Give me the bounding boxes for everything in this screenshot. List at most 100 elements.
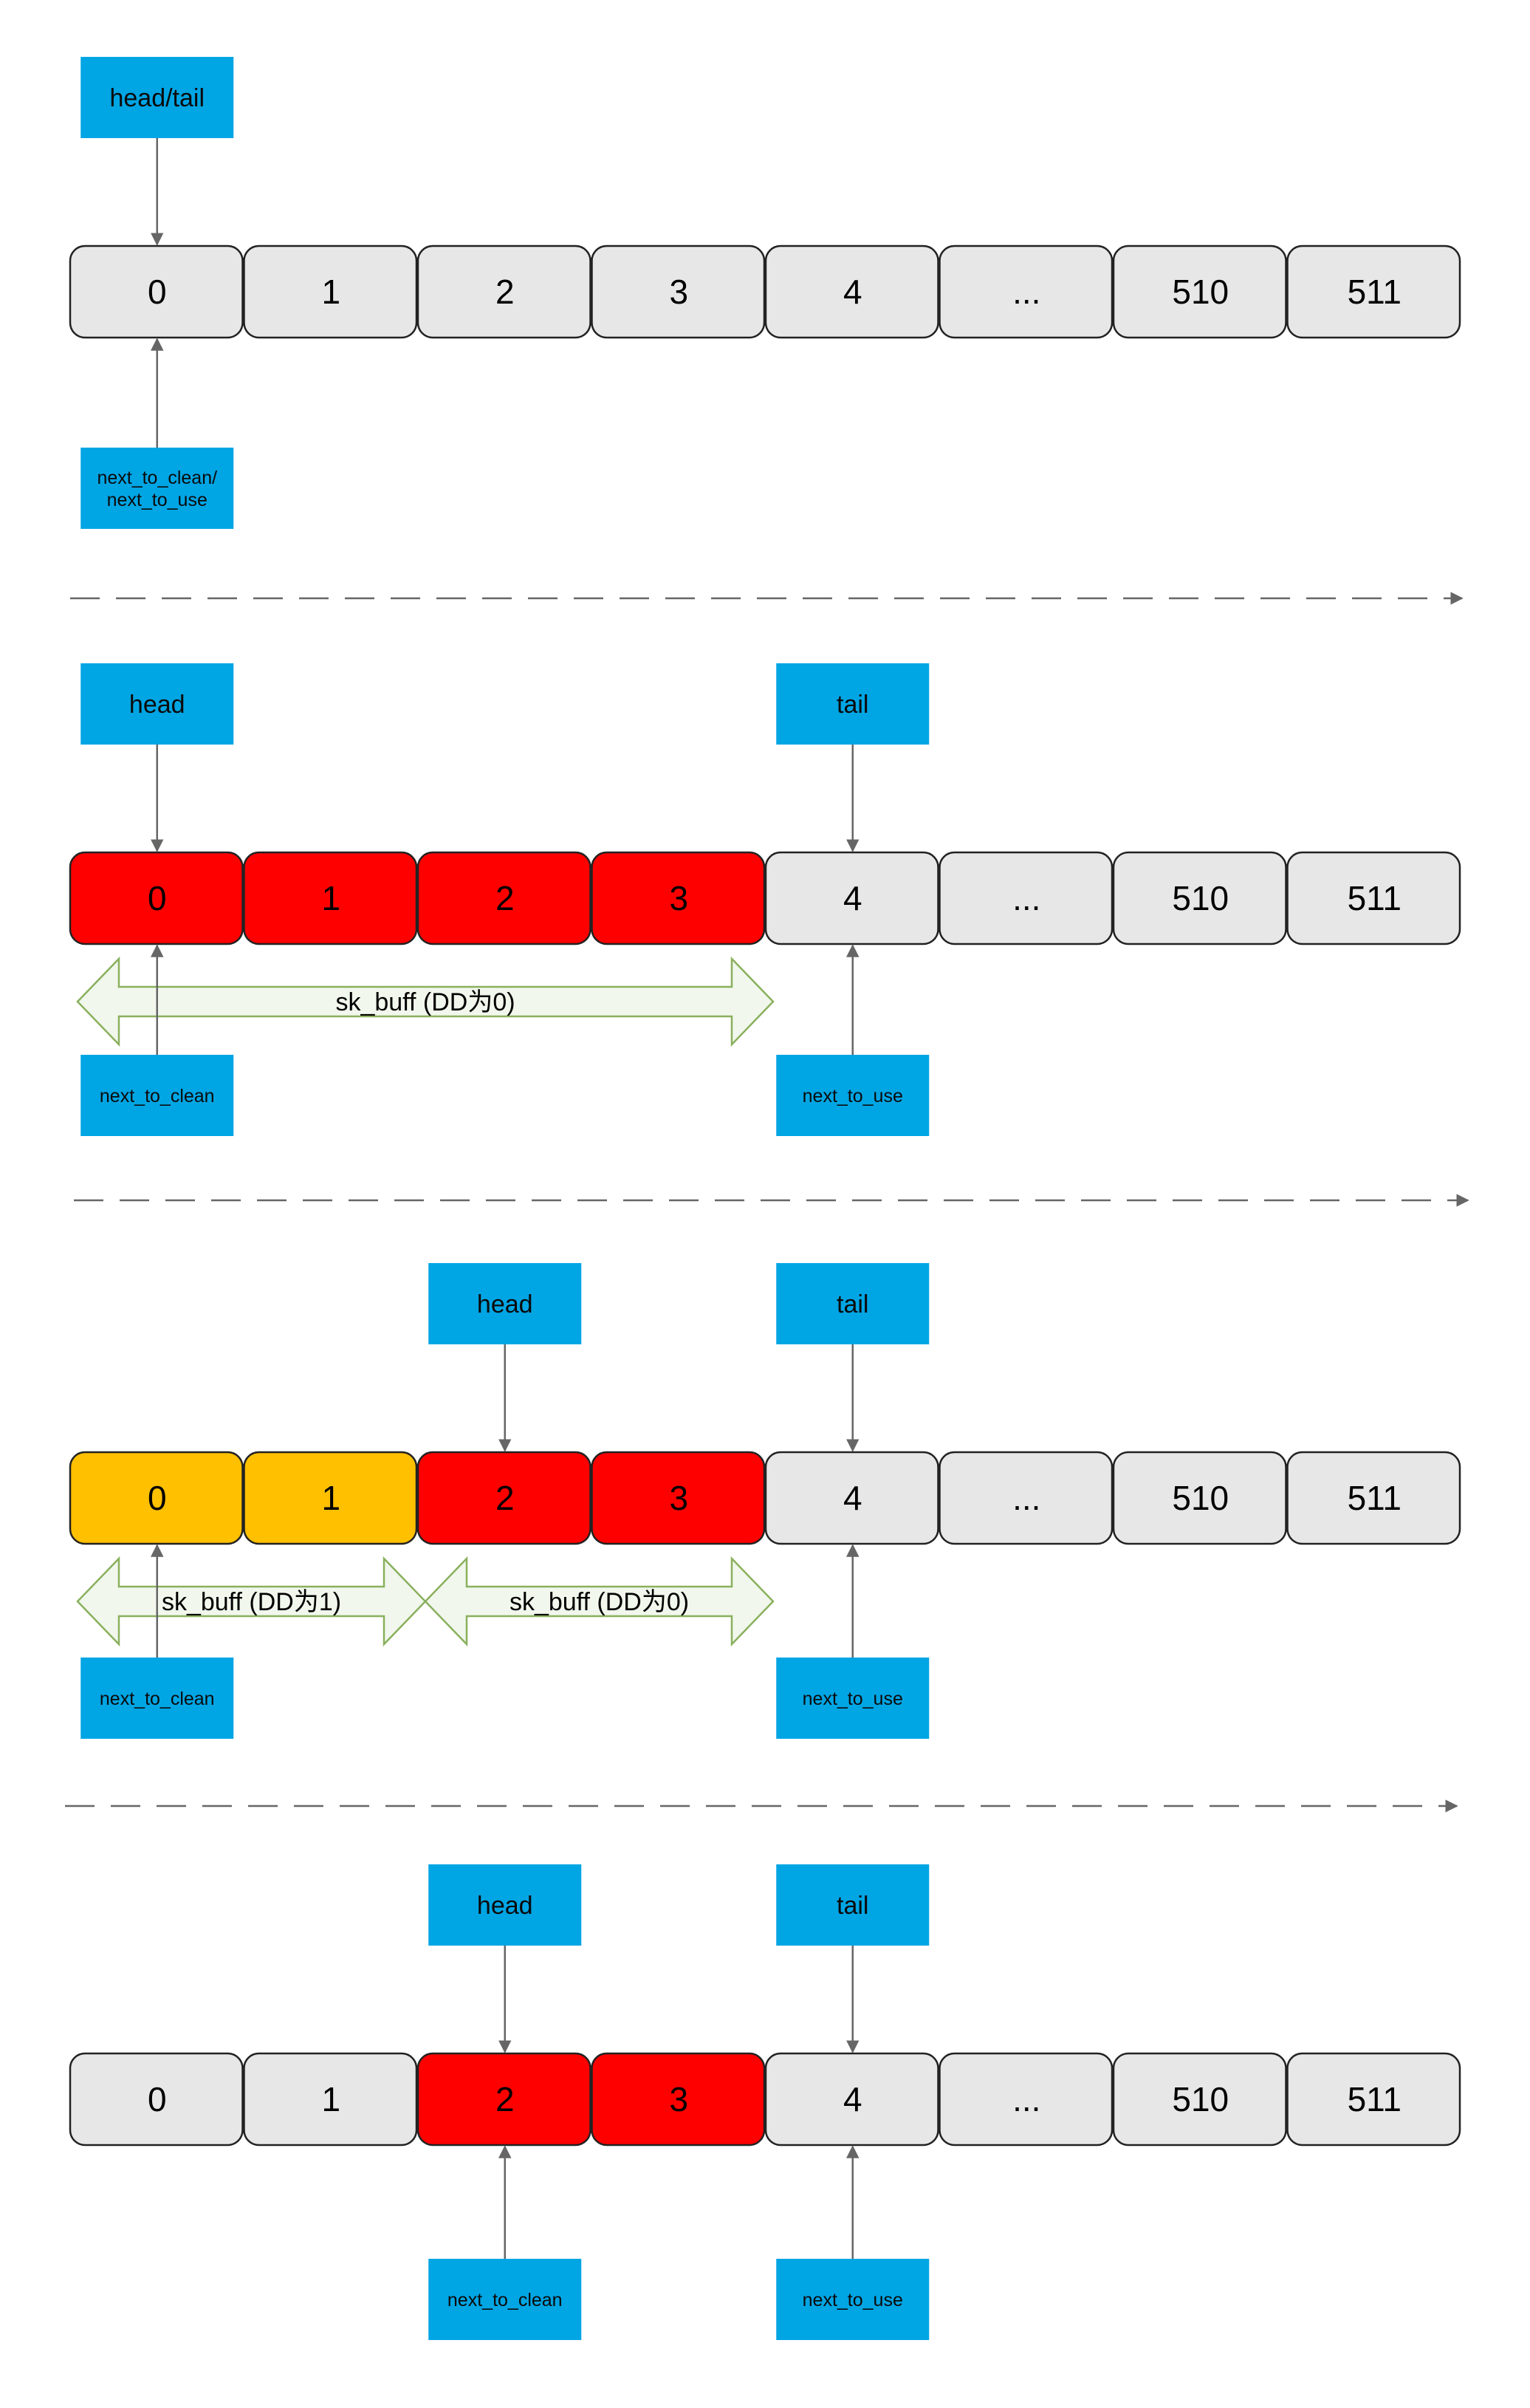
stage-3: head tail 0 1 2 3 4... 510 511 sk_buff (DD为1) sk_b… — [69, 1263, 1461, 1739]
ring-cell-empty — [1112, 2052, 1287, 2147]
ring-cell-dd0 — [416, 1451, 591, 1545]
ring-cell-index: 511 — [1348, 2080, 1402, 2118]
ring-cell-empty — [1112, 1451, 1287, 1545]
ring-cell-empty — [69, 244, 244, 339]
pointer-label-text: next_to_use — [803, 1086, 903, 1106]
ring-cell-index: 4 — [843, 273, 862, 311]
pointer-label-text: next_to_use — [803, 2290, 903, 2310]
pointer-label-text: next_to_clean — [100, 1689, 215, 1709]
pointer-label-box — [80, 57, 234, 138]
ring-cell-empty — [243, 2052, 418, 2147]
ring-cell-index: 511 — [1348, 879, 1402, 917]
ring-cell-index: 3 — [669, 879, 688, 917]
pointer-label-box — [80, 663, 234, 745]
ring-cell-index: 3 — [669, 1479, 688, 1517]
ring-cell-index: 1 — [321, 879, 340, 917]
ring-cell-empty — [939, 851, 1114, 945]
ring-cell-index: 4 — [843, 2080, 862, 2118]
stage-2: head tail 0 1 2 3 4... 510 511 sk_buff (DD为0) next… — [69, 663, 1461, 1136]
ring-cell-empty — [939, 1451, 1114, 1545]
ring-cell-empty — [939, 2052, 1114, 2147]
ring-cell-empty — [1286, 2052, 1461, 2147]
sk-buff-span-label: sk_buff (DD为1) — [162, 1588, 341, 1616]
ring-cell-index: 3 — [669, 2080, 688, 2118]
ring-cell-index: 0 — [148, 879, 167, 917]
ring-cell-index: 1 — [321, 273, 340, 311]
pointer-label-box — [776, 1864, 930, 1946]
ring-cell-dd0 — [69, 851, 244, 945]
pointer-label-tail: tail — [837, 1892, 868, 1920]
ring-cell-index: ... — [1012, 879, 1040, 917]
ring-cell-empty — [764, 2052, 939, 2147]
pointer-label-text: next_to_use — [107, 490, 207, 510]
ring-cell-index: 0 — [148, 1479, 167, 1517]
pointer-label-box — [428, 1263, 582, 1344]
ring-cell-empty — [1286, 851, 1461, 945]
pointer-label-box — [428, 1864, 582, 1946]
ring-cell-index: 0 — [148, 2080, 167, 2118]
pointer-label-box — [776, 2259, 930, 2340]
ring-cell-dd1 — [69, 1451, 244, 1545]
ring-cell-empty — [764, 1451, 939, 1545]
pointer-label-text: next_to_clean/ — [97, 468, 217, 488]
ring-cell-index: ... — [1012, 273, 1040, 311]
stages: head/tail 0 1 2 3 4... 510 511 next_to_clean/nex… — [69, 57, 1461, 2340]
ring-cell-index: 4 — [843, 1479, 862, 1517]
ring-cell-index: ... — [1012, 1479, 1040, 1517]
pointer-label-text: next_to_use — [803, 1689, 903, 1709]
ring-cell-dd0 — [591, 2052, 766, 2147]
pointer-label-text: next_to_clean — [447, 2290, 563, 2310]
pointer-label-box — [80, 448, 234, 529]
pointer-label-tail: tail — [837, 1290, 868, 1318]
ring-cell-index: 2 — [495, 2080, 515, 2118]
ring-cell-empty — [243, 244, 418, 339]
pointer-label-box — [776, 1055, 930, 1136]
pointer-label-tail: tail — [837, 691, 868, 719]
ring-cell-empty — [939, 244, 1114, 339]
ring-cell-index: 510 — [1172, 879, 1229, 917]
ring-cell-index: 2 — [495, 879, 515, 917]
pointer-label-box — [428, 2259, 582, 2340]
ring-cell-index: 510 — [1172, 273, 1229, 311]
ring-cell-index: 511 — [1348, 1479, 1402, 1517]
ring-cell-index: 1 — [321, 1479, 340, 1517]
pointer-label-head: head — [477, 1892, 533, 1920]
pointer-label-text: next_to_clean — [100, 1086, 215, 1106]
ring-cell-dd0 — [416, 851, 591, 945]
stage-separators — [65, 592, 1469, 1813]
ring-cell-empty — [69, 2052, 244, 2147]
ring-cell-index: 511 — [1348, 273, 1402, 311]
ring-cell-empty — [1286, 244, 1461, 339]
pointer-label-head: head — [477, 1290, 533, 1318]
ring-cell-empty — [1112, 244, 1287, 339]
ring-cell-empty — [416, 244, 591, 339]
pointer-label-box — [776, 1263, 930, 1344]
pointer-label-box — [80, 1658, 234, 1739]
ring-cell-index: 2 — [495, 1479, 515, 1517]
sk-buff-span-arrow — [424, 1556, 775, 1647]
ring-cell-dd0 — [243, 851, 418, 945]
ring-cell-index: 0 — [148, 273, 167, 311]
ring-cell-index: 2 — [495, 273, 515, 311]
pointer-label-head-tail: head/tail — [109, 84, 205, 112]
sk-buff-span-label: sk_buff (DD为0) — [510, 1588, 689, 1616]
ring-cell-dd0 — [591, 851, 766, 945]
ring-cell-index: 4 — [843, 879, 862, 917]
ring-cell-dd0 — [591, 1451, 766, 1545]
sk-buff-span-label: sk_buff (DD为0) — [335, 988, 515, 1016]
ring-cell-index: 510 — [1172, 1479, 1229, 1517]
ring-cell-dd0 — [416, 2052, 591, 2147]
pointer-label-box — [80, 1055, 234, 1136]
pointer-label-head: head — [129, 691, 185, 719]
ring-cell-empty — [591, 244, 766, 339]
stage-1: head/tail 0 1 2 3 4... 510 511 next_to_clean/nex… — [69, 57, 1461, 529]
ring-cell-index: 1 — [321, 2080, 340, 2118]
ring-cell-empty — [764, 244, 939, 339]
ring-cell-index: 3 — [669, 273, 688, 311]
ring-cell-empty — [1286, 1451, 1461, 1545]
ring-cell-dd1 — [243, 1451, 418, 1545]
ring-cell-index: ... — [1012, 2080, 1040, 2118]
ring-cell-empty — [1112, 851, 1287, 945]
